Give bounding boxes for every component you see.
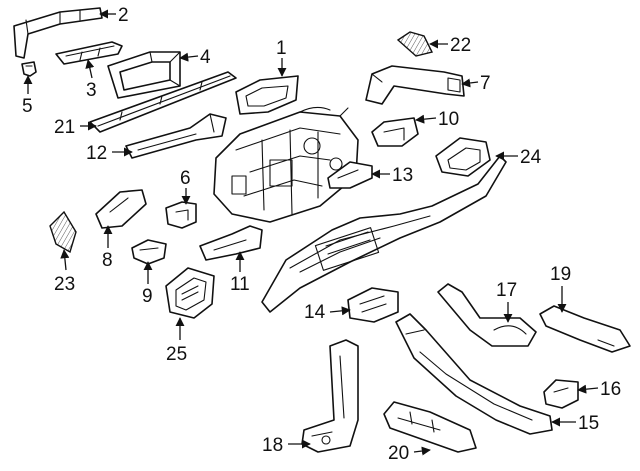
- callout-7: 7: [480, 73, 491, 94]
- callout-13: 13: [392, 165, 413, 186]
- callout-8: 8: [102, 250, 113, 271]
- callout-14: 14: [304, 302, 326, 323]
- callout-11: 11: [230, 274, 250, 295]
- callout-10: 10: [438, 109, 459, 130]
- callout-9: 9: [142, 286, 153, 307]
- part-24-side-outlet: [435, 137, 491, 177]
- leader-23: [60, 249, 70, 271]
- part-12-lower-duct: [125, 113, 227, 159]
- callout-22: 22: [450, 35, 471, 56]
- part-16-outlet: [543, 379, 579, 409]
- leader-20: [413, 446, 431, 456]
- callout-5: 5: [22, 96, 33, 117]
- callout-16: 16: [600, 379, 621, 400]
- part-4-frame: [107, 51, 181, 99]
- callout-labels: 1 2 3 4 5 6 7 8 9 10 11 12 13 14 15 16 1…: [22, 5, 621, 464]
- callout-6: 6: [180, 168, 191, 189]
- part-5-clip: [21, 61, 37, 77]
- callout-1: 1: [276, 38, 287, 59]
- part-22-grille: [396, 31, 434, 57]
- leader-10: [415, 114, 437, 124]
- leader-16: [577, 384, 599, 394]
- leader-7: [461, 78, 479, 88]
- part-9-small-vent: [131, 239, 167, 265]
- part-19-rear-duct: [539, 305, 631, 353]
- part-23-cover: [49, 210, 77, 254]
- part-18-vertical-duct: [301, 339, 359, 453]
- part-2-defroster-duct: [13, 7, 103, 59]
- callout-25: 25: [166, 344, 187, 365]
- callout-19: 19: [550, 264, 571, 285]
- callout-24: 24: [520, 147, 542, 168]
- leader-lines: [23, 9, 599, 456]
- part-10-bracket: [371, 117, 419, 147]
- hvac-module-assembly: [213, 106, 359, 223]
- part-3-duct-strip: [55, 41, 123, 65]
- part-15-long-duct: [395, 313, 553, 435]
- callout-18: 18: [262, 435, 283, 456]
- part-11-bracket-duct: [199, 225, 263, 261]
- leader-4: [179, 52, 199, 62]
- leader-14: [329, 306, 351, 316]
- part-20-floor-duct: [383, 401, 477, 453]
- callout-4: 4: [200, 47, 211, 68]
- part-25-switch-housing: [165, 267, 215, 319]
- part-6-block: [165, 201, 197, 229]
- part-7-outlet-duct: [365, 65, 465, 105]
- callout-20: 20: [388, 443, 409, 464]
- part-1-vent-housing: [235, 75, 299, 115]
- callout-15: 15: [578, 413, 599, 434]
- callout-3: 3: [86, 80, 97, 101]
- callout-12: 12: [86, 143, 107, 164]
- part-14-connector: [347, 287, 399, 323]
- callout-21: 21: [54, 117, 75, 138]
- part-8-duct: [95, 189, 147, 229]
- callout-17: 17: [496, 280, 517, 301]
- callout-2: 2: [118, 5, 129, 26]
- part-17-floor-duct: [437, 283, 537, 347]
- callout-23: 23: [54, 274, 75, 295]
- leader-3: [85, 59, 95, 79]
